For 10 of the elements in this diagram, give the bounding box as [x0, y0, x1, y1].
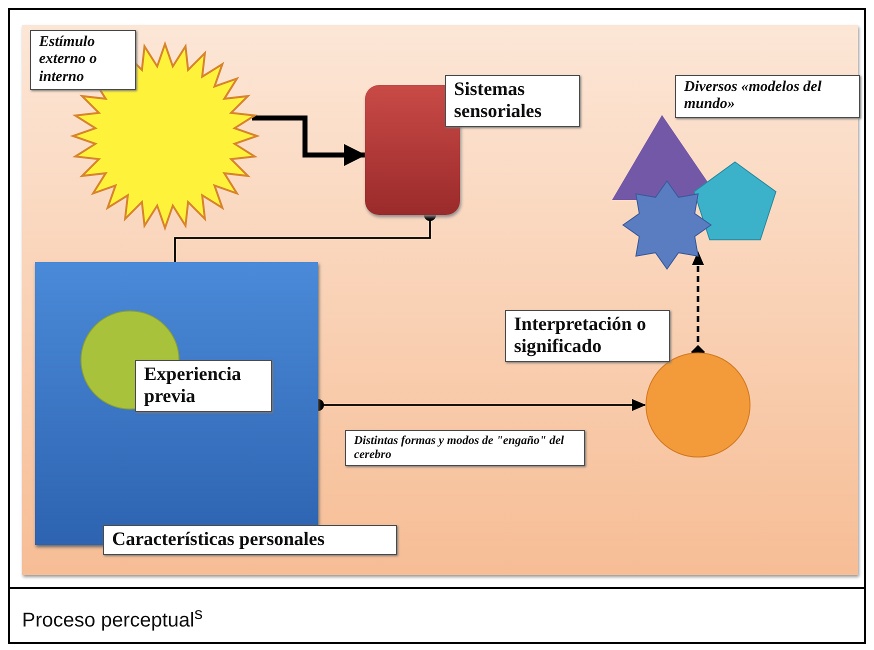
- node-label: Experiencia previa: [135, 360, 272, 412]
- node-label: Diversos «modelos del mundo»: [675, 75, 860, 118]
- node-label: Estímulo externo o interno: [30, 30, 136, 90]
- node-label: Características personales: [103, 525, 397, 555]
- arrow: [252, 116, 366, 166]
- caption: Proceso perceptual$^{s}$: [22, 604, 203, 633]
- edge-label: Distintas formas y modos de "engaño" del cerebro: [345, 430, 585, 466]
- node-label: Interpretación o significado: [505, 310, 670, 362]
- circle-shape: [645, 352, 751, 458]
- node-label: Sistemas sensoriales: [445, 75, 580, 127]
